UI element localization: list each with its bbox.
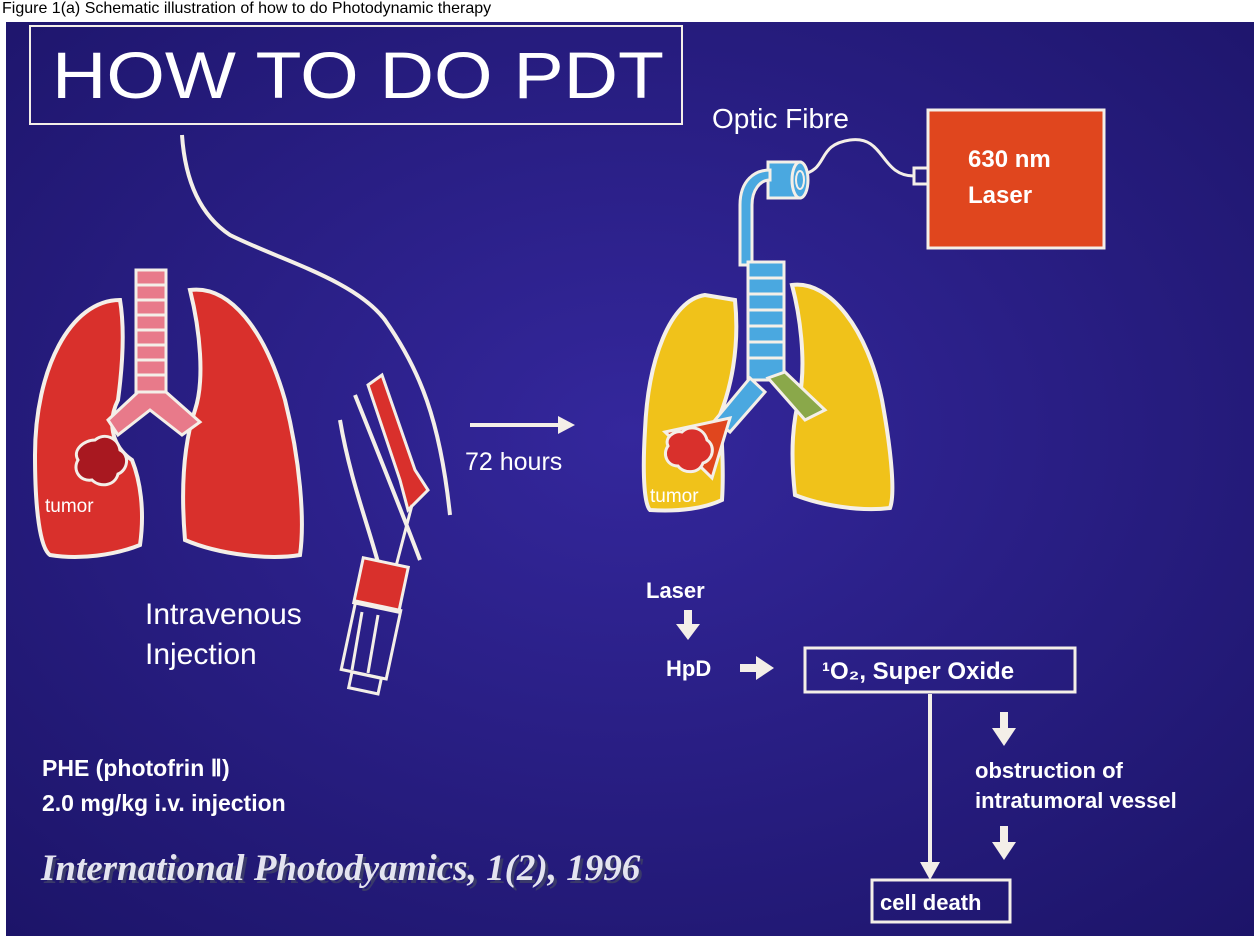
time-arrow-label: 72 hours (465, 448, 562, 476)
left-trachea-rings (136, 285, 166, 375)
optic-fibre-label: Optic Fibre (712, 103, 849, 134)
right-trachea (748, 262, 784, 380)
cell-death-label: cell death (880, 890, 981, 915)
laser-label: Laser (968, 182, 1032, 209)
injection-label-line2: Injection (145, 638, 257, 671)
tumor-right-label: tumor (650, 486, 699, 507)
hpd-label: HpD (666, 656, 711, 681)
oxide-label: ¹O₂, Super Oxide (822, 658, 1014, 685)
figure-caption: Figure 1(a) Schematic illustration of ho… (0, 0, 1256, 22)
tumor-left-label: tumor (45, 496, 94, 517)
page-title: HOW TO DO PDT (52, 38, 664, 112)
dose-label-line1: PHE (photofrin Ⅱ) (42, 755, 230, 781)
injection-label-line1: Intravenous (145, 598, 302, 631)
obstruction-label-line1: obstruction of (975, 758, 1124, 783)
dose-label-line2: 2.0 mg/kg i.v. injection (42, 790, 286, 816)
obstruction-label-line2: intratumoral vessel (975, 788, 1177, 813)
laser-step-label: Laser (646, 578, 705, 603)
laser-wavelength-label: 630 nm (968, 146, 1051, 173)
citation: International Photodyamics, 1(2), 1996 (40, 848, 641, 889)
laser-box (928, 110, 1104, 248)
bronchoscope-eyepiece (768, 162, 808, 198)
